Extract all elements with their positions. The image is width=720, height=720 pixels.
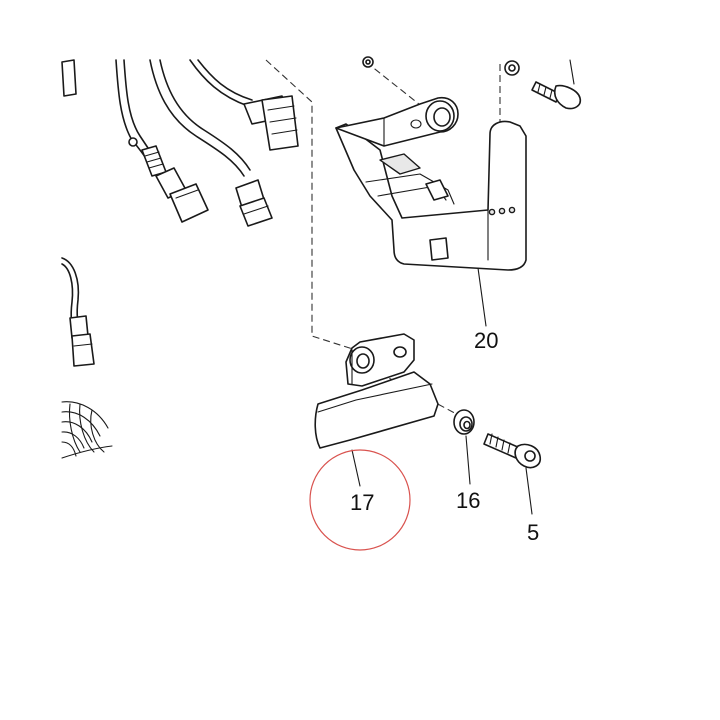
top-washer bbox=[362, 56, 374, 68]
wiring-harness bbox=[61, 59, 299, 227]
label-part-17: 17 bbox=[350, 490, 375, 515]
part-17-guard-plate bbox=[314, 333, 439, 487]
label-part-20: 20 bbox=[474, 328, 499, 353]
sensor-wire bbox=[61, 257, 95, 367]
partial-housing bbox=[61, 401, 113, 459]
label-part-16: 16 bbox=[456, 488, 481, 513]
highlight-circle bbox=[309, 449, 411, 551]
part-20-bracket bbox=[335, 96, 527, 327]
top-bolt bbox=[504, 59, 582, 110]
part-5-bolt bbox=[483, 433, 542, 515]
part-16-washer bbox=[453, 409, 475, 485]
label-part-5: 5 bbox=[527, 520, 540, 545]
